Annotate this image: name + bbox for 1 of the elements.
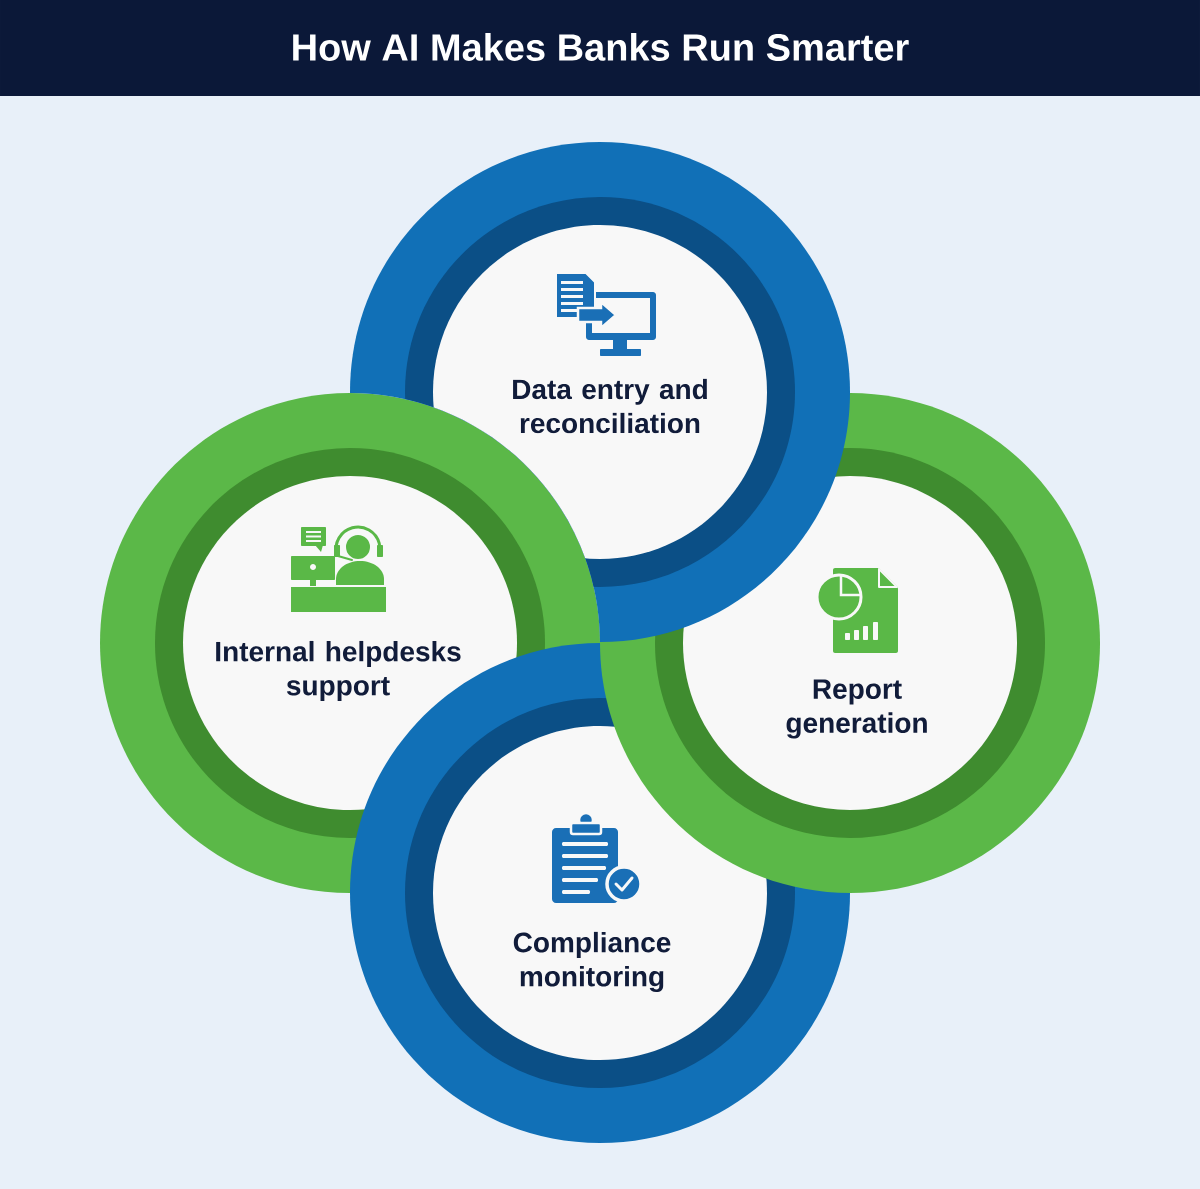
title-bar: How AI Makes Banks Run Smarter	[0, 0, 1200, 96]
